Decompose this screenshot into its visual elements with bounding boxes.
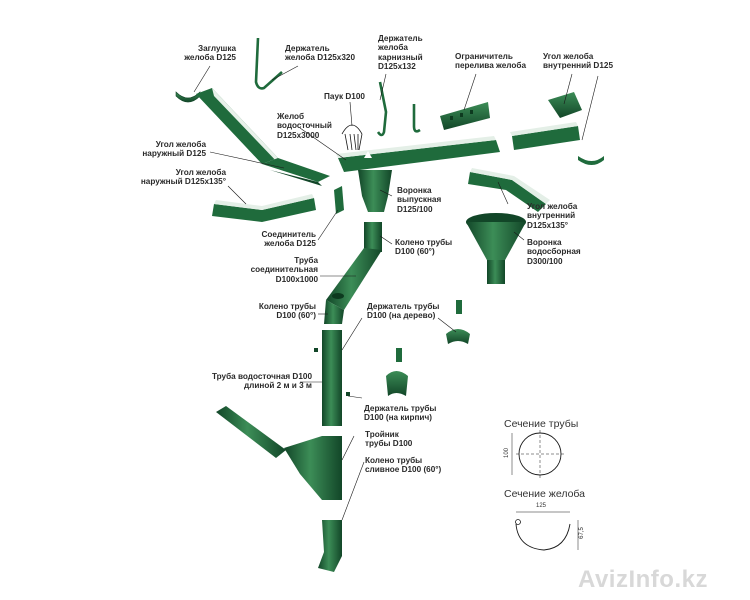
gutter-section-drawing xyxy=(515,511,579,551)
gutter-section-title: Сечение желоба xyxy=(504,488,586,500)
pipe-section-title: Сечение трубы xyxy=(504,418,579,430)
inner-corner-part xyxy=(548,92,582,118)
label-inner-corner-135: Угол желоба внутренний D125х135° xyxy=(527,202,578,230)
label-bracket-320: Держатель желоба D125х320 xyxy=(285,44,356,63)
inner-corner-gutter xyxy=(510,122,604,165)
downpipe xyxy=(314,330,350,426)
gutter-connector xyxy=(334,186,344,214)
gutter-end-cap xyxy=(175,91,201,103)
gutter-section-width: 125 xyxy=(536,503,547,509)
fascia-bracket xyxy=(376,81,421,137)
label-main-gutter: Желоб водосточный D125х3000 xyxy=(277,112,332,140)
outlet-funnel xyxy=(358,170,392,212)
pipe-section-drawing xyxy=(511,430,564,478)
label-inner-corner: Угол желоба внутренний D125 xyxy=(543,52,614,71)
gutter-section-depth: 67,5 xyxy=(578,527,585,539)
overflow-limiter xyxy=(440,102,490,130)
pipe-bracket-wood xyxy=(446,300,470,344)
outer-corner-gutter xyxy=(196,88,330,186)
leader-lines xyxy=(193,65,599,521)
label-elbow-mid: Колено трубы D100 (60°) xyxy=(258,302,316,321)
label-fascia-bracket: Держатель желоба карнизный D125х132 xyxy=(378,34,423,72)
collector-funnel xyxy=(466,213,526,284)
label-elbow-upper: Колено трубы D100 (60°) xyxy=(395,238,453,257)
pipe-bracket-brick xyxy=(386,348,408,396)
inner-corner-135 xyxy=(468,168,550,212)
label-connecting-pipe: Труба соединительная D100х1000 xyxy=(250,256,318,284)
label-bracket-brick: Держатель трубы D100 (на кирпич) xyxy=(364,404,437,423)
spider-strainer xyxy=(341,124,363,151)
label-overflow-limiter: Ограничитель перелива желоба xyxy=(455,52,526,71)
pipe-tee xyxy=(216,406,342,500)
gutter-bracket-320 xyxy=(254,37,283,90)
label-gutter-connector: Соединитель желоба D125 xyxy=(261,230,316,249)
label-collector-funnel: Воронка водосборная D300/100 xyxy=(527,238,581,266)
label-outer-corner-135: Угол желоба наружный D125х135° xyxy=(140,168,226,187)
label-spider: Паук D100 xyxy=(324,92,365,101)
downpipe-upper xyxy=(324,222,382,324)
label-drain-elbow: Колено трубы сливное D100 (60°) xyxy=(365,456,442,475)
label-outer-corner: Угол желоба наружный D125 xyxy=(142,140,206,159)
label-bracket-wood: Держатель трубы D100 (на дерево) xyxy=(367,302,440,321)
outer-corner-135 xyxy=(212,194,316,222)
label-tee: Тройник трубы D100 xyxy=(365,430,413,449)
label-downpipe: Труба водосточная D100 длиной 2 м и 3 м xyxy=(211,372,312,391)
main-gutter xyxy=(336,136,500,172)
drain-elbow xyxy=(318,520,342,572)
pipe-section-dim: 100 xyxy=(504,447,511,459)
label-end-cap: Заглушка желоба D125 xyxy=(184,44,236,63)
label-outlet-funnel: Воронка выпускная D125/100 xyxy=(397,186,442,214)
watermark: AvizInfo.kz xyxy=(578,566,708,593)
